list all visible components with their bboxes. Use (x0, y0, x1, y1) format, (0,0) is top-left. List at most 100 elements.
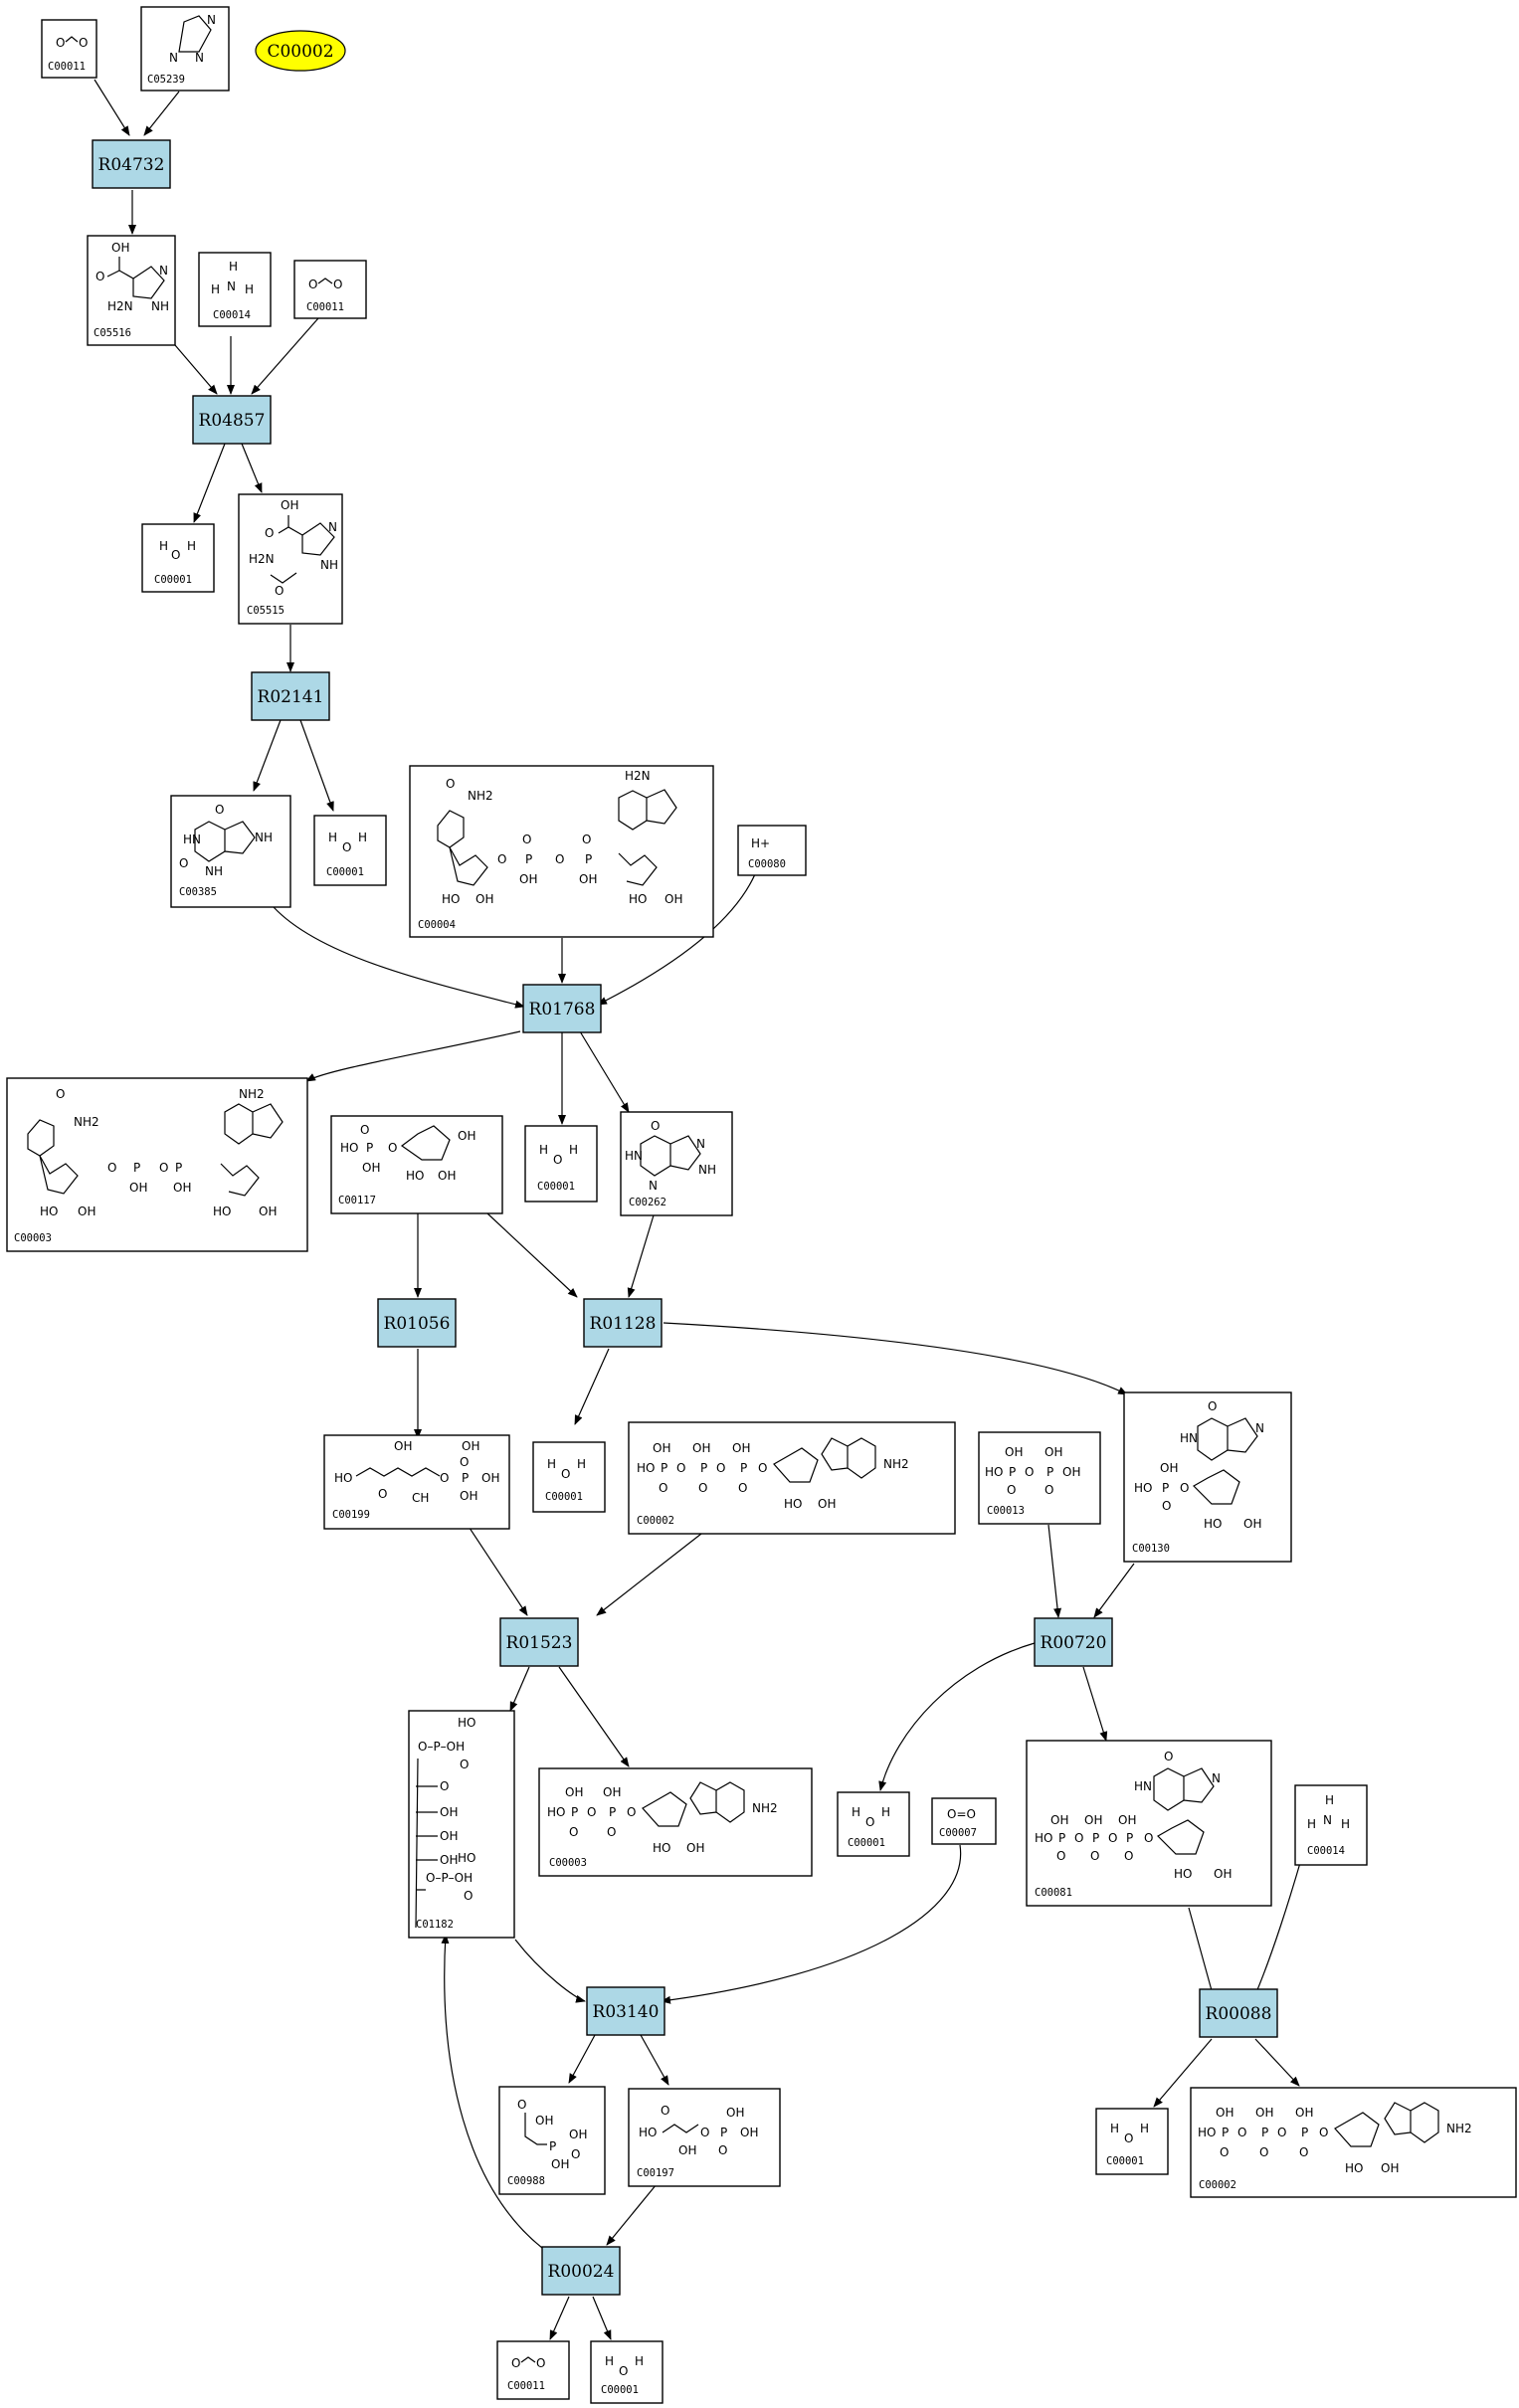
svg-text:OH: OH (78, 1204, 95, 1218)
svg-text:HO: HO (653, 1841, 670, 1855)
compound-node[interactable]: O O C00011 (293, 260, 367, 319)
svg-text:O: O (1090, 1849, 1099, 1863)
compound-node[interactable]: H O H C00001 (141, 523, 215, 593)
compound-label: C00385 (179, 886, 217, 898)
svg-text:O: O (716, 1461, 725, 1475)
svg-text:O: O (865, 1815, 874, 1829)
compound-node[interactable]: H O H C00001 (532, 1441, 606, 1513)
reaction-node[interactable]: R01768 (522, 984, 602, 1033)
svg-text:P: P (1261, 2126, 1268, 2139)
compound-node[interactable]: H H N H C00014 (1294, 1784, 1368, 1866)
compound-label: C00117 (338, 1195, 376, 1206)
compound-node[interactable]: OH OH OH HO P O P O P O O O O NH2 HO OH … (628, 1421, 956, 1535)
compound-node[interactable]: O HN N NH N C00262 (620, 1111, 733, 1216)
compound-label: C00080 (748, 858, 786, 870)
compound-node[interactable]: H O H C00001 (837, 1791, 910, 1857)
reaction-node[interactable]: R01056 (377, 1298, 457, 1348)
svg-text:HO: HO (1345, 2161, 1363, 2175)
compound-node[interactable]: HO O–P–OH O O OH OH OH HO O–P–OH O C0118… (408, 1710, 515, 1939)
svg-text:O: O (1259, 2145, 1268, 2159)
reaction-node[interactable]: R03140 (586, 1986, 665, 2036)
svg-text:O: O (738, 1481, 747, 1495)
svg-text:H: H (539, 1143, 548, 1157)
compound-node[interactable]: H O H C00001 (524, 1125, 598, 1203)
svg-text:P: P (1058, 1831, 1065, 1845)
reaction-node[interactable]: R00024 (541, 2246, 621, 2296)
molecule-structure-icon: O O (308, 278, 342, 291)
svg-text:O: O (1220, 2145, 1229, 2159)
svg-text:O: O (569, 1825, 578, 1839)
compound-node[interactable]: O HO P O OH OH HO OH C00117 (330, 1115, 503, 1214)
compound-node[interactable]: O HN N OH OH OH HO P O P O P O O O O HO … (1026, 1740, 1272, 1907)
compound-node[interactable]: H O H C00001 (1095, 2108, 1169, 2175)
svg-text:OH: OH (569, 2128, 587, 2141)
svg-text:H: H (211, 282, 220, 296)
compound-node[interactable]: O HN N OH HO P O O HO OH C00130 (1123, 1391, 1292, 1563)
compound-label: C05239 (147, 74, 185, 86)
compound-node[interactable]: O O C00011 (41, 19, 97, 79)
compound-label: C00081 (1035, 1887, 1072, 1899)
reaction-node[interactable]: R02141 (251, 671, 330, 721)
compound-node[interactable]: H+ C00080 (737, 825, 807, 876)
svg-text:H: H (358, 831, 367, 844)
molecule-structure-icon: OH OH HO P O P OH O O (985, 1445, 1080, 1497)
svg-text:OH: OH (1255, 2106, 1273, 2120)
svg-text:H2N: H2N (107, 299, 133, 313)
reaction-node[interactable]: R04732 (92, 139, 171, 189)
compound-node[interactable]: OH OH HO P O P OH O O C00013 (978, 1431, 1101, 1525)
compound-node[interactable]: O OH HO O P OH O OH C00197 (628, 2088, 781, 2187)
svg-text:HO: HO (637, 1461, 655, 1475)
compound-label: C00988 (507, 2175, 545, 2187)
compound-node[interactable]: OH OH HO P O P O O O NH2 HO OH C00003 (538, 1767, 813, 1877)
compound-node[interactable]: O=O C00007 (931, 1797, 997, 1845)
svg-text:P: P (661, 1461, 667, 1475)
svg-text:H: H (635, 2354, 644, 2368)
svg-text:HO: HO (985, 1465, 1003, 1479)
highlight-compound[interactable]: C00002 (255, 30, 346, 72)
svg-text:O: O (1144, 1831, 1153, 1845)
compound-node[interactable]: OH OH HO O CH O P OH O OH C00199 (323, 1434, 510, 1530)
molecule-structure-icon: O OH OH P O OH (517, 2098, 587, 2171)
molecule-structure-icon: O HN N NH N (625, 1119, 716, 1193)
svg-text:P: P (609, 1805, 616, 1819)
svg-text:HN: HN (183, 833, 201, 846)
reaction-node[interactable]: R00088 (1199, 1988, 1278, 2038)
svg-text:OH: OH (259, 1204, 277, 1218)
compound-node[interactable]: H O H C00001 (313, 815, 387, 886)
compound-label: C00004 (418, 919, 456, 931)
compound-node[interactable]: O HN NH O NH C00385 (170, 795, 291, 908)
compound-node[interactable]: O O C00011 (496, 2340, 570, 2400)
svg-text:O: O (56, 1087, 65, 1101)
svg-text:O: O (1299, 2145, 1308, 2159)
svg-text:P: P (462, 1471, 469, 1485)
compound-node[interactable]: OH O N NH H2N O C05515 (238, 493, 343, 625)
svg-text:H: H (852, 1805, 860, 1819)
molecule-structure-icon: O HN N OH HO P O O HO OH (1134, 1399, 1264, 1531)
svg-text:O: O (1319, 2126, 1328, 2139)
reaction-node[interactable]: R04857 (192, 395, 272, 445)
svg-text:O: O (159, 1161, 168, 1175)
reaction-node[interactable]: R01128 (583, 1298, 663, 1348)
compound-node[interactable]: H H N H C00014 (198, 252, 272, 327)
svg-text:O: O (582, 833, 591, 846)
reaction-label: R01128 (590, 1314, 657, 1334)
compound-node[interactable]: H O H C00001 (590, 2340, 664, 2404)
compound-node[interactable]: O OH OH P O OH C00988 (498, 2086, 606, 2195)
compound-label: C00013 (987, 1505, 1025, 1517)
compound-node[interactable]: O NH2 O P O P OH OH NH2 HO OH HO OH C000… (6, 1077, 308, 1252)
compound-node[interactable]: OH O N NH H2N C05516 (87, 235, 176, 346)
svg-text:N: N (159, 264, 168, 278)
reaction-label: R01523 (506, 1633, 573, 1653)
svg-text:N: N (227, 279, 236, 293)
svg-text:O: O (497, 852, 506, 866)
svg-text:O: O (1208, 1399, 1217, 1413)
svg-text:H+: H+ (751, 836, 770, 850)
reaction-label: R01768 (529, 1000, 596, 1019)
svg-text:NH: NH (698, 1163, 716, 1177)
reaction-node[interactable]: R01523 (499, 1617, 579, 1667)
reaction-node[interactable]: R00720 (1034, 1617, 1113, 1667)
compound-node[interactable]: N N N C05239 (140, 6, 230, 92)
compound-node[interactable]: O NH2 O P O P O O OH OH H2N HO OH HO OH … (409, 765, 714, 938)
molecule-structure-icon: O O (511, 2356, 545, 2370)
compound-node[interactable]: OH OH OH HO P O P O P O O O O NH2 HO OH … (1190, 2087, 1517, 2198)
